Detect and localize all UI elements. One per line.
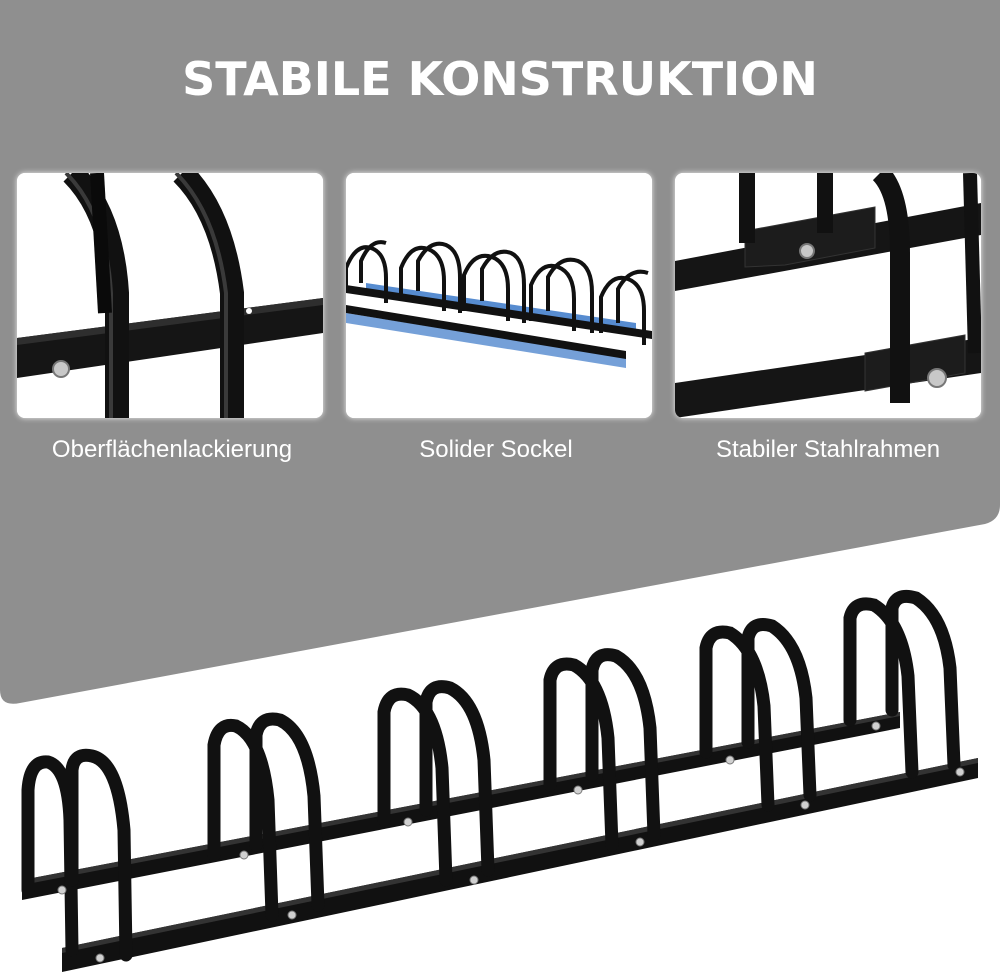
- headline: STABILE KONSTRUKTION: [182, 52, 818, 106]
- feature-panel-paint: [17, 173, 323, 418]
- bike-rack-product-image: [21, 589, 978, 972]
- feature-caption-base: Solider Sockel: [419, 436, 573, 463]
- feature-caption-paint: Oberflächenlackierung: [51, 436, 293, 463]
- steel-frame-closeup-icon: [675, 173, 981, 418]
- feature-panel-frame: [675, 173, 981, 418]
- feature-panel-base: [346, 173, 652, 418]
- solid-base-closeup-icon: [346, 173, 652, 418]
- paint-finish-closeup-icon: [17, 173, 323, 418]
- feature-caption-frame: Stabiler Stahlrahmen: [715, 436, 941, 463]
